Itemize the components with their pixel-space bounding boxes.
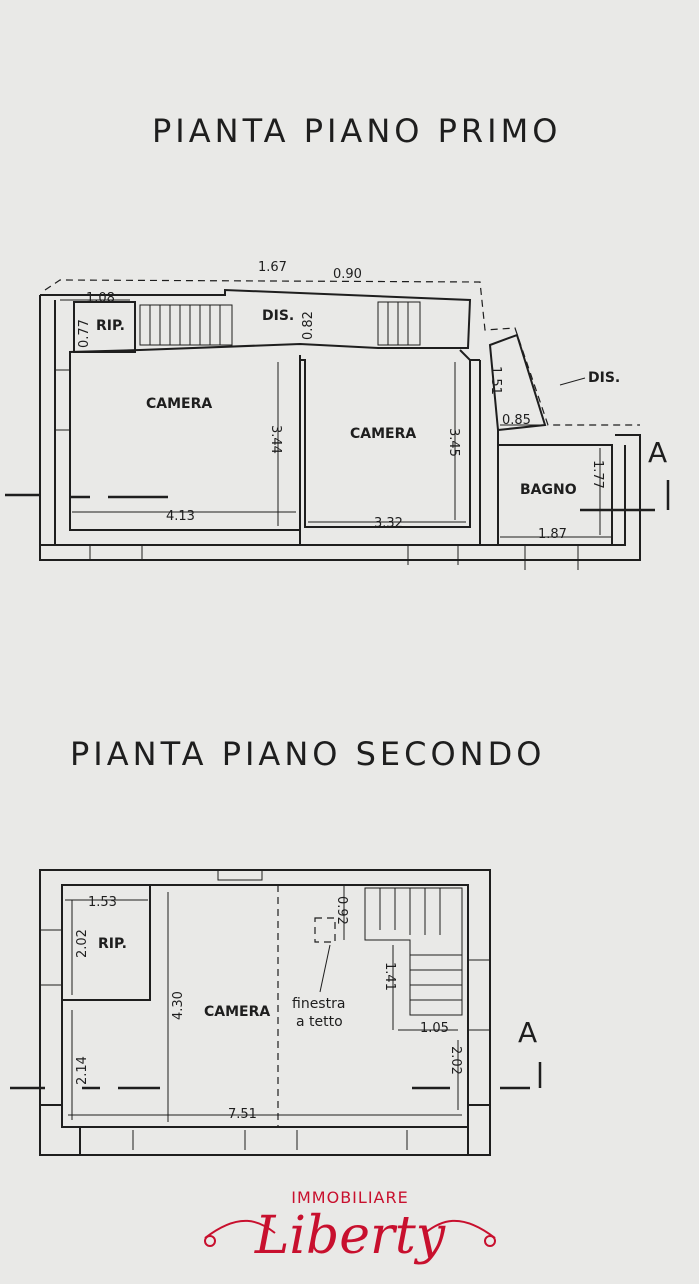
dim-skylight: 0.92 bbox=[334, 896, 349, 925]
skylight-note-line1: finestra bbox=[292, 996, 345, 1012]
dim-bathroom-depth: 1.77 bbox=[590, 460, 605, 489]
dim-total-width: 7.51 bbox=[228, 1107, 257, 1122]
section-mark-a: A bbox=[648, 436, 667, 469]
room-label-storage: RIP. bbox=[98, 936, 127, 952]
dim-hall-right-depth: 1.51 bbox=[488, 366, 503, 395]
room-label-hall: DIS. bbox=[262, 308, 294, 324]
dim-bedroom-right-depth: 3.45 bbox=[446, 428, 461, 457]
skylight-note-line2: a tetto bbox=[296, 1014, 343, 1030]
room-label-bathroom: BAGNO bbox=[520, 482, 577, 498]
dim-bathroom-width: 1.87 bbox=[538, 527, 567, 542]
dim-bedroom-left-width: 4.13 bbox=[166, 509, 195, 524]
dim-storage-width: 1.53 bbox=[88, 895, 117, 910]
dim-right-lower: 2.02 bbox=[448, 1046, 463, 1075]
dim-storage-depth: 0.77 bbox=[77, 319, 92, 348]
dim-stair-width: 1.05 bbox=[420, 1021, 449, 1036]
dim-top-1: 1.67 bbox=[258, 260, 287, 275]
first-floor-title: PIANTA PIANO PRIMO bbox=[152, 112, 562, 150]
brand-name-text: Liberty bbox=[254, 1206, 446, 1266]
dim-stair-depth: 1.41 bbox=[382, 962, 397, 991]
second-floor-plan: RIP. CAMERA finestra a tetto 1.53 2.02 2… bbox=[10, 869, 542, 1156]
room-label-bedroom-right: CAMERA bbox=[350, 426, 416, 442]
second-floor-title: PIANTA PIANO SECONDO bbox=[70, 735, 546, 773]
dim-lower-left: 2.14 bbox=[75, 1056, 90, 1085]
dim-bedroom-right-width: 3.32 bbox=[374, 516, 403, 531]
dim-hall-depth: 0.82 bbox=[301, 311, 316, 340]
first-floor-plan: RIP. DIS. CAMERA CAMERA DIS. BAGNO 1.67 … bbox=[5, 260, 670, 570]
room-label-storage: RIP. bbox=[96, 318, 125, 334]
section-mark-a: A bbox=[518, 1016, 537, 1049]
dim-room-depth: 4.30 bbox=[171, 991, 186, 1020]
dim-bedroom-left-depth: 3.44 bbox=[268, 425, 283, 454]
dim-top-2: 0.90 bbox=[333, 267, 362, 282]
dim-hall-right-width: 0.85 bbox=[502, 413, 531, 428]
room-label-bedroom: CAMERA bbox=[204, 1004, 270, 1020]
brand-top-text: IMMOBILIARE bbox=[291, 1188, 408, 1207]
brand-logo: IMMOBILIARE Liberty bbox=[0, 1183, 699, 1280]
dim-storage-width: 1.08 bbox=[86, 291, 115, 306]
room-label-hall-right: DIS. bbox=[588, 370, 620, 386]
dim-storage-depth: 2.02 bbox=[75, 929, 90, 958]
room-label-bedroom-left: CAMERA bbox=[146, 396, 212, 412]
